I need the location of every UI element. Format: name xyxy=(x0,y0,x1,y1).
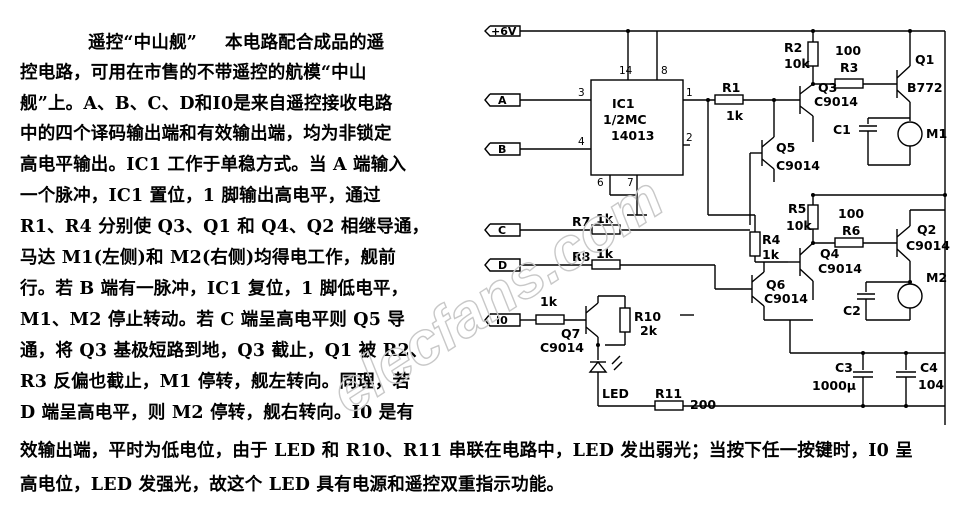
r6-value: 100 xyxy=(838,206,864,221)
text-line-5: 高电平输出。IC1 工作于单稳方式。当 A 端输入 xyxy=(20,155,407,175)
c3-value: 1000μ xyxy=(812,378,856,393)
c4-label: C4 xyxy=(920,360,938,375)
input-terminal-a xyxy=(484,93,521,107)
r4-value: 1k xyxy=(762,247,780,262)
text-line-11: 通，将 Q3 基极短路到地，Q3 截止，Q1 被 R2、 xyxy=(20,341,428,361)
q5-part: C9014 xyxy=(776,158,820,173)
pin-1: 1 xyxy=(686,87,693,99)
q2-part: C9014 xyxy=(906,238,950,253)
r8-value: 1k xyxy=(596,246,614,261)
q6-part: C9014 xyxy=(764,291,808,306)
text-line-7: R1、R4 分别使 Q3、Q1 和 Q4、Q2 相继导通， xyxy=(20,217,430,237)
r9-value: 1k xyxy=(540,294,558,309)
r1-value: 1k xyxy=(726,108,744,123)
r10-resistor xyxy=(619,307,631,333)
c2-label: C2 xyxy=(843,303,861,318)
terminal-d-label: D xyxy=(498,259,507,272)
input-terminal-b xyxy=(484,142,521,156)
m2-motor xyxy=(897,283,923,309)
r4-resistor xyxy=(749,231,761,257)
pin-14: 14 xyxy=(619,65,633,77)
text-line-4: 中的四个译码输出端和有效输出端，均为非锁定 xyxy=(20,124,392,144)
q6-label: Q6 xyxy=(766,277,786,292)
q7-label: Q7 xyxy=(561,326,580,341)
text-line-14: 效输出端，平时为低电位，由于 LED 和 R10、R11 串联在电路中，LED … xyxy=(20,441,913,461)
input-terminal-i0 xyxy=(484,313,521,327)
m2-label: M2 xyxy=(926,270,947,285)
text-line-2: 控电路，可用在市售的不带遥控的航模“中山 xyxy=(20,63,367,83)
ic1-number: 14013 xyxy=(611,128,655,143)
terminal-i0-label: I0 xyxy=(496,314,508,327)
r2-value: 10k xyxy=(784,56,810,71)
r11-value: 200 xyxy=(690,397,716,412)
r1-label: R1 xyxy=(722,80,740,95)
ic1-part: 1/2MC xyxy=(603,112,647,127)
terminal-b-label: B xyxy=(498,143,506,156)
r10-value: 2k xyxy=(640,323,658,338)
r1-resistor xyxy=(714,94,744,105)
text-line-1: 遥控“中山舰”本电路配合成品的遥 xyxy=(88,33,385,53)
pin-4: 4 xyxy=(578,136,585,148)
r3-label: R3 xyxy=(840,60,858,75)
r3-value: 100 xyxy=(835,43,861,58)
text-line-8: 马达 M1(左侧)和 M2(右侧)均得电工作，舰前 xyxy=(20,248,396,268)
text-line-13: D 端呈高电平，则 M2 停转，舰右转向。I0 是有 xyxy=(20,403,415,423)
pin-6: 6 xyxy=(597,177,604,189)
text-line-10: M1、M2 停止转动。若 C 端呈高电平则 Q5 导 xyxy=(20,310,406,330)
r4-label: R4 xyxy=(762,232,781,247)
pin-7: 7 xyxy=(627,177,634,189)
r5-value: 10k xyxy=(786,218,812,233)
q1-part: B772 xyxy=(907,80,943,95)
r7-value: 1k xyxy=(596,211,614,226)
supply-label: +6V xyxy=(491,25,517,38)
input-terminal-d xyxy=(484,258,521,272)
pin-2: 2 xyxy=(686,132,693,144)
r11-resistor xyxy=(654,400,684,411)
q7-part: C9014 xyxy=(540,340,584,355)
input-terminal-c xyxy=(484,223,521,237)
supply-terminal xyxy=(484,25,521,37)
text-line-3: 舰”上。A、B、C、D和I0是来自遥控接收电路 xyxy=(20,94,393,114)
r7-label: R7 xyxy=(572,214,590,229)
c4-value: 104 xyxy=(918,377,944,392)
r8-label: R8 xyxy=(572,249,590,264)
q5-label: Q5 xyxy=(776,140,795,155)
text-line-9: 行。若 B 端有一脉冲，IC1 复位，1 脚低电平， xyxy=(20,279,409,299)
m1-motor xyxy=(897,121,923,147)
article-title: 遥控“中山舰” xyxy=(88,33,198,53)
r2-label: R2 xyxy=(784,40,802,55)
r5-label: R5 xyxy=(788,201,806,216)
pin-3: 3 xyxy=(578,87,585,99)
r6-label: R6 xyxy=(842,223,861,238)
text-line-15: 高电位，LED 发强光，故这个 LED 具有电源和遥控双重指示功能。 xyxy=(20,475,565,495)
q1-label: Q1 xyxy=(915,52,934,67)
c3-label: C3 xyxy=(835,360,853,375)
q3-label: Q3 xyxy=(818,80,837,95)
led-label: LED xyxy=(602,386,629,401)
r11-label: R11 xyxy=(655,386,682,401)
q4-label: Q4 xyxy=(820,246,840,261)
text-line-6: 一个脉冲，IC1 置位，1 脚输出高电平，通过 xyxy=(20,186,381,206)
text-line-12: R3 反偏也截止，M1 停转，舰左转向。同理，若 xyxy=(20,372,411,392)
terminal-a-label: A xyxy=(498,94,507,107)
m1-label: M1 xyxy=(926,126,947,141)
q2-label: Q2 xyxy=(917,222,936,237)
terminal-c-label: C xyxy=(498,224,506,237)
led-diode xyxy=(588,360,608,373)
r10-label: R10 xyxy=(634,309,661,324)
c1-label: C1 xyxy=(833,122,851,137)
ic1-name: IC1 xyxy=(612,96,635,111)
q3-part: C9014 xyxy=(814,94,858,109)
q4-part: C9014 xyxy=(818,261,862,276)
pin-8: 8 xyxy=(661,65,668,77)
r3-resistor xyxy=(834,78,864,89)
